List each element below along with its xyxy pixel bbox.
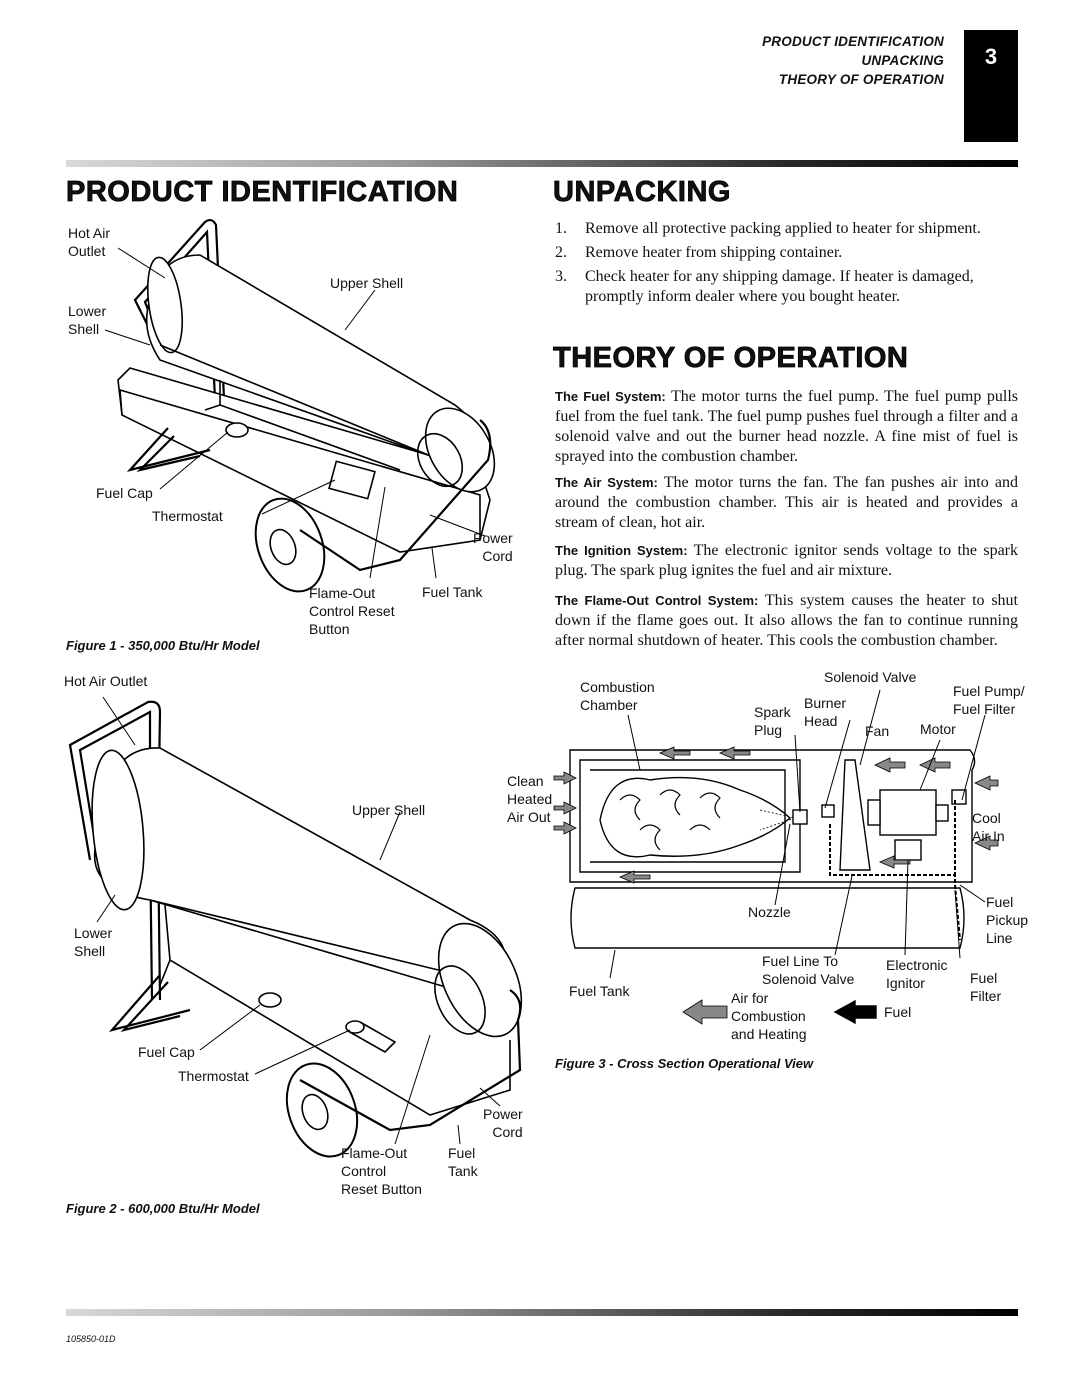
unpacking-step: 1. Remove all protective packing applied … [555,219,1020,239]
bottom-rule [66,1309,1018,1316]
header-line-product-identification: PRODUCT IDENTIFICATION [762,34,944,49]
fig3-label-solenoid-valve: Solenoid Valve [824,669,917,685]
paragraph-heading: The Fuel System: [555,389,666,404]
paragraph-heading: The Air System: [555,475,658,490]
title-product-identification: PRODUCT IDENTIFICATION [66,176,459,209]
step-text: Remove all protective packing applied to… [585,220,981,237]
unpacking-step: 2. Remove heater from shipping container. [555,243,1020,263]
running-header: PRODUCT IDENTIFICATION UNPACKING THEORY … [762,32,944,89]
paragraph-heading: The Flame-Out Control System: [555,593,759,608]
fig1-label-thermostat: Thermostat [152,508,223,524]
paragraph-text: This system causes the heater to shut do… [555,592,1018,649]
step-number: 2. [555,244,567,261]
fig3-label-fuel-tank: Fuel Tank [569,983,630,999]
fig2-label-hot-air-outlet: Hot Air Outlet [64,673,148,689]
fig3-label-nozzle: Nozzle [748,904,791,920]
paragraph-text: The motor turns the fan. The fan pushes … [555,474,1018,531]
figure-2-heater-illustration [68,696,523,1158]
step-text: Remove heater from shipping container. [585,244,843,261]
step-number: 1. [555,220,567,237]
fig3-label-motor: Motor [920,721,956,737]
step-text: Check heater for any shipping damage. If… [585,268,974,305]
document-number: 105850-01D [66,1334,116,1344]
title-theory-of-operation: THEORY OF OPERATION [553,342,909,375]
header-line-theory: THEORY OF OPERATION [778,72,944,87]
title-unpacking: UNPACKING [553,176,731,209]
fig2-label-upper-shell: Upper Shell [352,802,426,818]
fig1-label-upper-shell: Upper Shell [330,275,404,291]
step-number: 3. [555,268,567,285]
figure-3-caption: Figure 3 - Cross Section Operational Vie… [555,1056,814,1071]
fig3-legend-fuel: Fuel [884,1004,912,1020]
figure-1-caption: Figure 1 - 350,000 Btu/Hr Model [66,638,260,653]
fig3-label-fan: Fan [865,723,890,739]
fig2-label-fuel-cap: Fuel Cap [138,1044,195,1060]
paragraph-heading: The Ignition System: [555,543,688,558]
fuel-system-paragraph: The Fuel System: The motor turns the fue… [555,387,1018,467]
unpacking-step: 3. Check heater for any shipping damage. … [555,267,1020,307]
flame-out-paragraph: The Flame-Out Control System: This syste… [555,591,1018,651]
fig2-label-thermostat: Thermostat [178,1068,249,1084]
page-number-tab: 3 [964,30,1018,142]
figure-1-heater-illustration [104,218,496,593]
fig1-label-fuel-tank: Fuel Tank [422,584,483,600]
top-rule [66,160,1018,167]
unpacking-steps: 1. Remove all protective packing applied … [555,219,1020,311]
fig3-label-fuel-pump-filter: Fuel Pump/Fuel Filter [953,683,1025,717]
fig1-label-fuel-cap: Fuel Cap [96,485,153,501]
figure-2-caption: Figure 2 - 600,000 Btu/Hr Model [66,1201,260,1216]
ignition-system-paragraph: The Ignition System: The electronic igni… [555,541,1018,581]
page-number: 3 [984,44,998,69]
paragraph-text: The motor turns the fuel pump. The fuel … [555,388,1018,465]
paragraph-text: The electronic ignitor sends voltage to … [555,542,1019,579]
figure-3-cross-section-diagram [553,689,999,1025]
header-line-unpacking: UNPACKING [861,53,944,68]
air-system-paragraph: The Air System: The motor turns the fan.… [555,473,1018,533]
